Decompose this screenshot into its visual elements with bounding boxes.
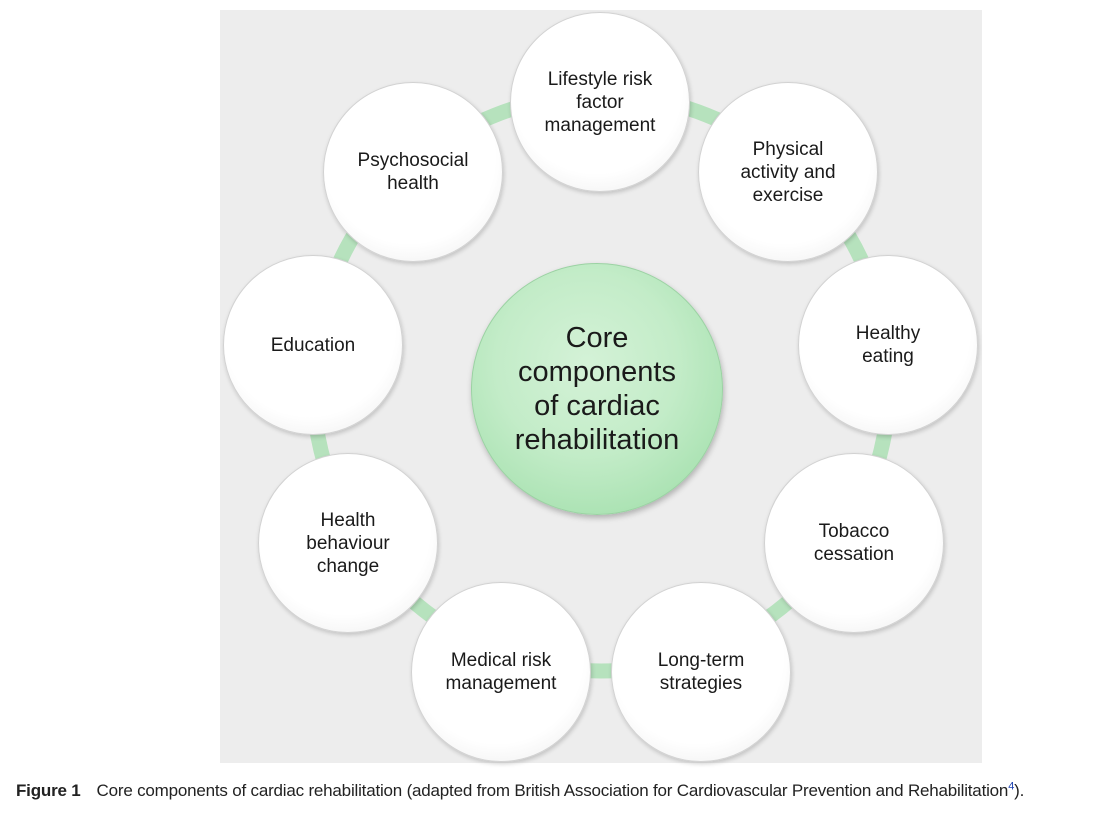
node-medical-risk-management: Medical risk management (411, 582, 591, 762)
reference-link[interactable]: 4 (1008, 780, 1015, 793)
node-label: Physical activity and exercise (740, 138, 836, 206)
node-physical-activity-exercise: Physical activity and exercise (698, 82, 878, 262)
center-node: Core components of cardiac rehabilitatio… (471, 263, 723, 515)
node-label: Lifestyle risk factor management (544, 68, 656, 136)
node-label: Medical risk management (445, 650, 557, 694)
figure-label: Figure 1 (16, 781, 81, 800)
node-label: Tobacco cessation (813, 521, 895, 565)
node-health-behaviour-change: Health behaviour change (258, 453, 438, 633)
node-label: Healthy eating (855, 323, 921, 367)
node-lifestyle-risk-factor-management: Lifestyle risk factor management (510, 12, 690, 192)
node-label: Psychosocial health (357, 150, 469, 194)
node-label: Long-term strategies (657, 650, 745, 694)
node-label: Education (270, 334, 356, 356)
caption-text: Core components of cardiac rehabilitatio… (96, 781, 1009, 800)
node-healthy-eating: Healthy eating (798, 255, 978, 435)
node-long-term-strategies: Long-term strategies (611, 582, 791, 762)
figure-caption: Figure 1 Core components of cardiac rehab… (16, 781, 1111, 801)
center-label: Core components of cardiac rehabilitatio… (514, 322, 680, 456)
caption-suffix: ). (1014, 781, 1025, 800)
node-education: Education (223, 255, 403, 435)
figure-panel: Core components of cardiac rehabilitatio… (220, 10, 982, 763)
node-psychosocial-health: Psychosocial health (323, 82, 503, 262)
node-label: Health behaviour change (306, 509, 390, 577)
node-tobacco-cessation: Tobacco cessation (764, 453, 944, 633)
